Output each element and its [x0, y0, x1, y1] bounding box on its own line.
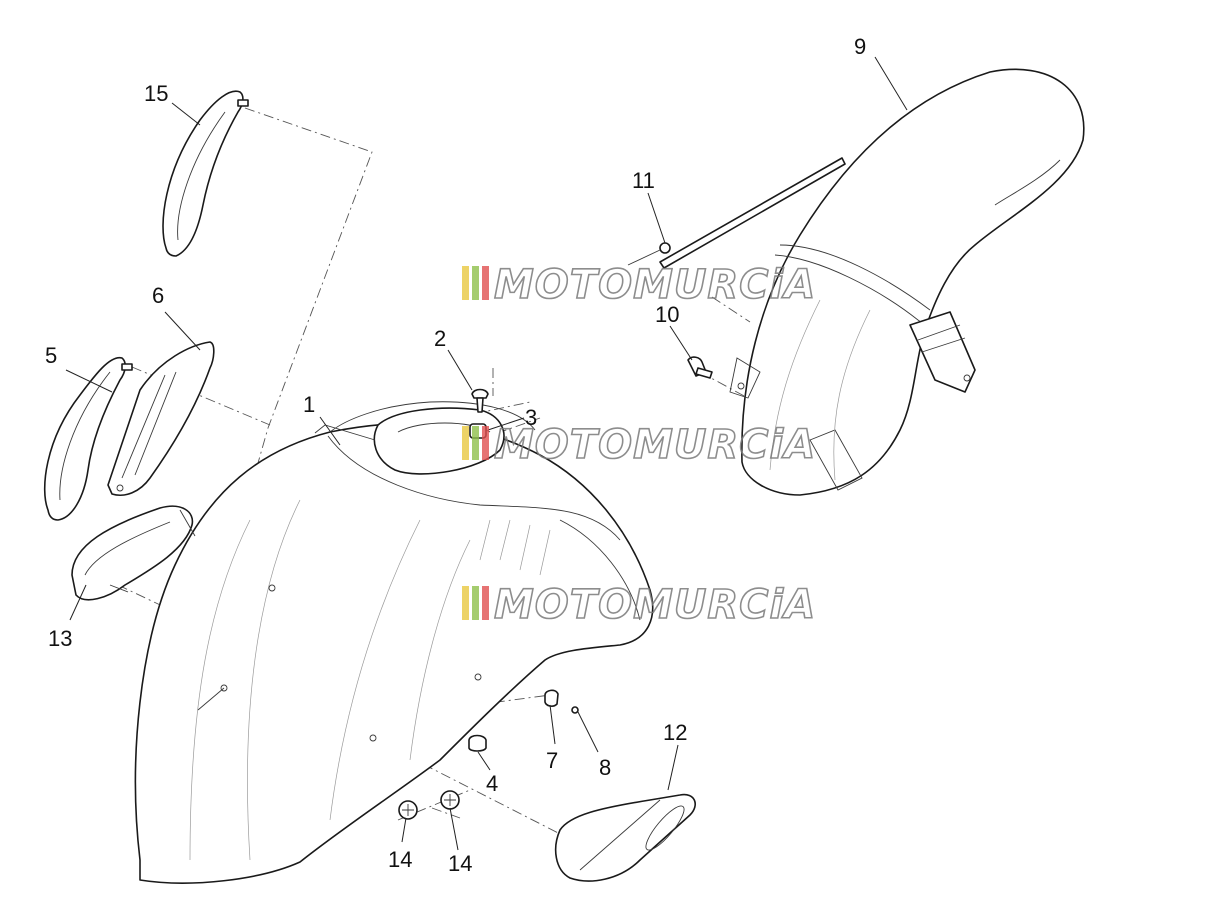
part-14-clip-b — [440, 790, 460, 810]
part-2-screw — [471, 388, 489, 413]
watermark-3: MOTOMURCiA — [462, 581, 816, 629]
part-11-cable-tie — [627, 157, 846, 269]
callout-5: 5 — [45, 343, 57, 368]
callout-2: 2 — [434, 326, 446, 351]
callout-1: 1 — [303, 392, 315, 417]
part-4-grommet — [468, 734, 487, 752]
callout-13: 13 — [48, 626, 72, 651]
callout-3: 3 — [525, 405, 537, 430]
watermark-text-2: MOTOMURCiA — [494, 422, 816, 468]
part-10-screw — [687, 356, 713, 379]
callout-15: 15 — [144, 81, 168, 106]
callout-8: 8 — [599, 755, 611, 780]
watermark-2: MOTOMURCiA — [462, 421, 816, 469]
callout-9: 9 — [854, 34, 866, 59]
callout-10: 10 — [655, 302, 679, 327]
leader-lines — [65, 56, 908, 851]
part-13-bezel — [71, 505, 196, 601]
callout-labels: 1 2 3 4 5 6 7 8 9 10 11 12 13 14 14 15 — [45, 34, 866, 876]
part-12-duct — [554, 793, 696, 882]
callout-6: 6 — [152, 283, 164, 308]
part-9-rear-mudguard — [729, 68, 1085, 496]
part-1-mudguard — [134, 401, 654, 884]
watermark-1: MOTOMURCiA — [462, 261, 816, 309]
watermark-text-3: MOTOMURCiA — [494, 582, 816, 628]
part-14-clip-a — [398, 800, 418, 820]
callout-11: 11 — [632, 168, 655, 193]
callout-7: 7 — [546, 748, 558, 773]
callout-14a: 14 — [388, 847, 412, 872]
watermark-text-1: MOTOMURCiA — [494, 262, 816, 308]
callout-4: 4 — [486, 771, 498, 796]
callout-14b: 14 — [448, 851, 472, 876]
callout-12: 12 — [663, 720, 687, 745]
part-8-screw — [571, 706, 579, 714]
part-15-reflector — [162, 90, 249, 257]
part-7-nut — [544, 689, 559, 707]
part-5-reflector — [43, 357, 133, 521]
part-6-housing — [107, 341, 215, 496]
